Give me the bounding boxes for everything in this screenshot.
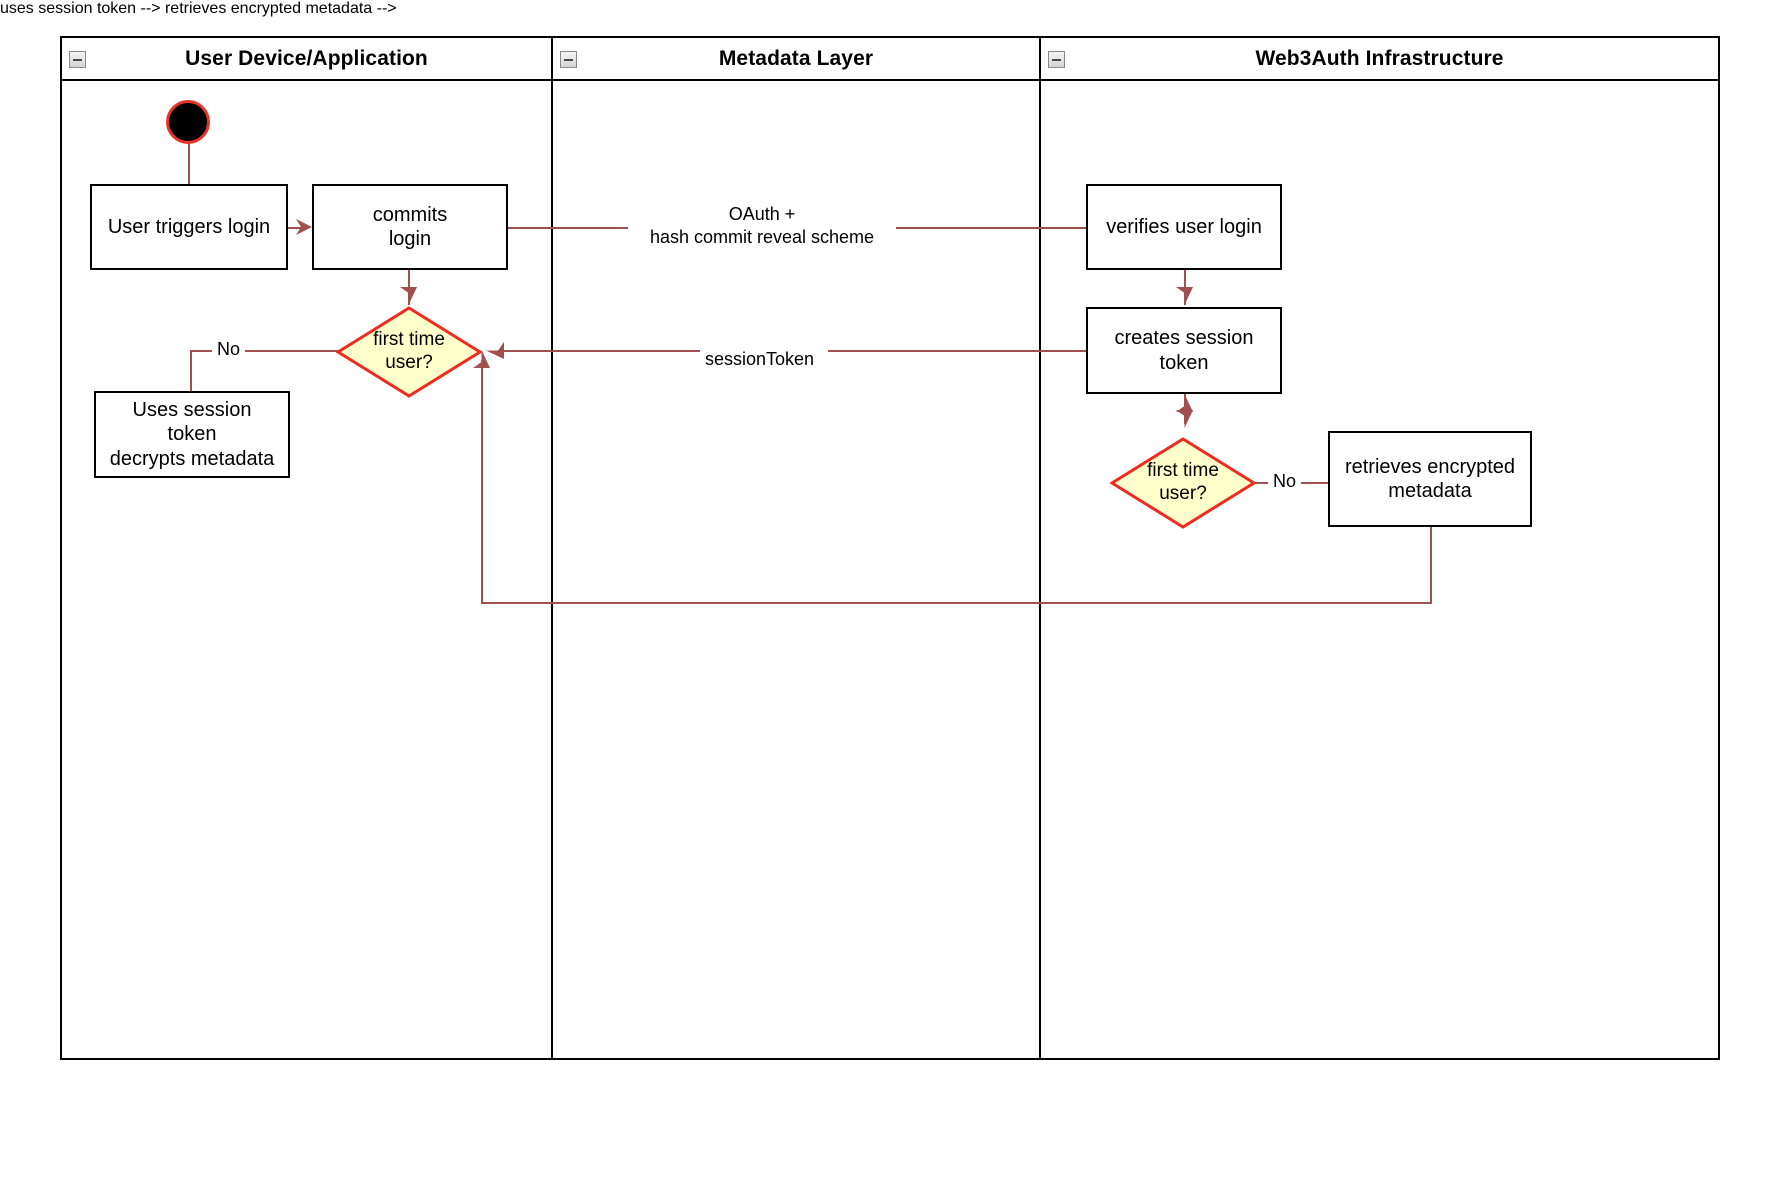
edge-commits-to-verifies-left <box>508 227 635 229</box>
node-creates-session-token[interactable]: creates session token <box>1086 307 1282 394</box>
lane-title-user-device: User Device/Application <box>185 46 428 70</box>
edge-label-no-left: No <box>212 338 246 361</box>
lane-header-user-device: User Device/Application <box>62 38 551 81</box>
edge-label-no-right: No <box>1268 470 1302 493</box>
collapse-minus-icon-user-device[interactable] <box>69 51 86 68</box>
node-label-uses-session-token-line3: decrypts metadata <box>109 447 275 470</box>
edge-start-to-trigger <box>188 142 190 184</box>
node-uses-session-token[interactable]: Uses session token decrypts metadata <box>94 391 290 478</box>
collapse-minus-icon-metadata[interactable] <box>560 51 577 68</box>
edge-sessiontoken-right <box>828 350 1088 352</box>
arrowhead-sessiontoken-to-decision <box>486 342 504 359</box>
edge-sessiontoken-left <box>500 350 710 352</box>
node-label-creates-session-token-line1: creates session <box>1114 327 1254 350</box>
arrowhead-trigger-to-commits <box>296 219 312 235</box>
node-label-commits-login-line1: commits <box>372 203 448 226</box>
edge-return-across <box>481 602 1432 604</box>
arrowhead-commits-to-decision <box>400 287 417 305</box>
arrowhead-up-creates-decision <box>1176 394 1193 412</box>
node-label-commits-login-line2: login <box>388 228 432 250</box>
edge-commits-to-verifies-right <box>878 227 1088 229</box>
node-label-uses-session-token-line1: Uses session <box>132 398 252 421</box>
node-label-retrieves-encrypted-metadata-line1: retrieves encrypted <box>1344 455 1516 478</box>
node-label-user-triggers-login: User triggers login <box>107 215 271 238</box>
arrowhead-return-to-decision <box>473 350 490 368</box>
lane-divider-1 <box>551 38 553 1058</box>
lane-title-web3auth: Web3Auth Infrastructure <box>1255 46 1504 70</box>
node-first-time-user-right[interactable]: first time user? <box>1110 437 1256 529</box>
node-commits-login[interactable]: commits login <box>312 184 508 270</box>
node-retrieves-encrypted-metadata[interactable]: retrieves encrypted metadata <box>1328 431 1532 527</box>
node-label-verifies-user-login: verifies user login <box>1106 215 1262 238</box>
node-first-time-user-left[interactable]: first time user? <box>336 306 482 398</box>
lane-header-metadata: Metadata Layer <box>553 38 1039 81</box>
edge-return-down <box>1430 527 1432 604</box>
node-label-retrieves-encrypted-metadata-line2: metadata <box>1388 480 1472 502</box>
edge-return-up <box>481 360 483 603</box>
edge-label-sessiontoken: sessionToken <box>700 348 820 371</box>
edge-label-oauth: OAuth + hash commit reveal scheme <box>628 203 896 248</box>
edge-decision-no-left-h <box>190 350 350 352</box>
swimlane-pool <box>60 36 1720 1060</box>
start-node[interactable] <box>166 100 210 144</box>
edge-label-oauth-line2: hash commit reveal scheme <box>649 226 875 247</box>
lane-title-metadata: Metadata Layer <box>718 46 874 70</box>
lane-header-web3auth: Web3Auth Infrastructure <box>1041 38 1718 81</box>
edge-decision-no-left-v <box>190 350 192 391</box>
arrowhead-down-creates-decision <box>1176 410 1193 428</box>
node-label-uses-session-token-line2: token <box>167 423 217 446</box>
collapse-minus-icon-web3auth[interactable] <box>1048 51 1065 68</box>
edge-label-oauth-line1: OAuth + <box>728 204 796 224</box>
arrowhead-verifies-to-creates <box>1176 287 1193 305</box>
node-user-triggers-login[interactable]: User triggers login <box>90 184 288 270</box>
lane-divider-2 <box>1039 38 1041 1058</box>
node-label-creates-session-token-line2: token <box>1159 351 1209 374</box>
edge-trigger-to-commits <box>288 227 304 229</box>
node-verifies-user-login[interactable]: verifies user login <box>1086 184 1282 270</box>
